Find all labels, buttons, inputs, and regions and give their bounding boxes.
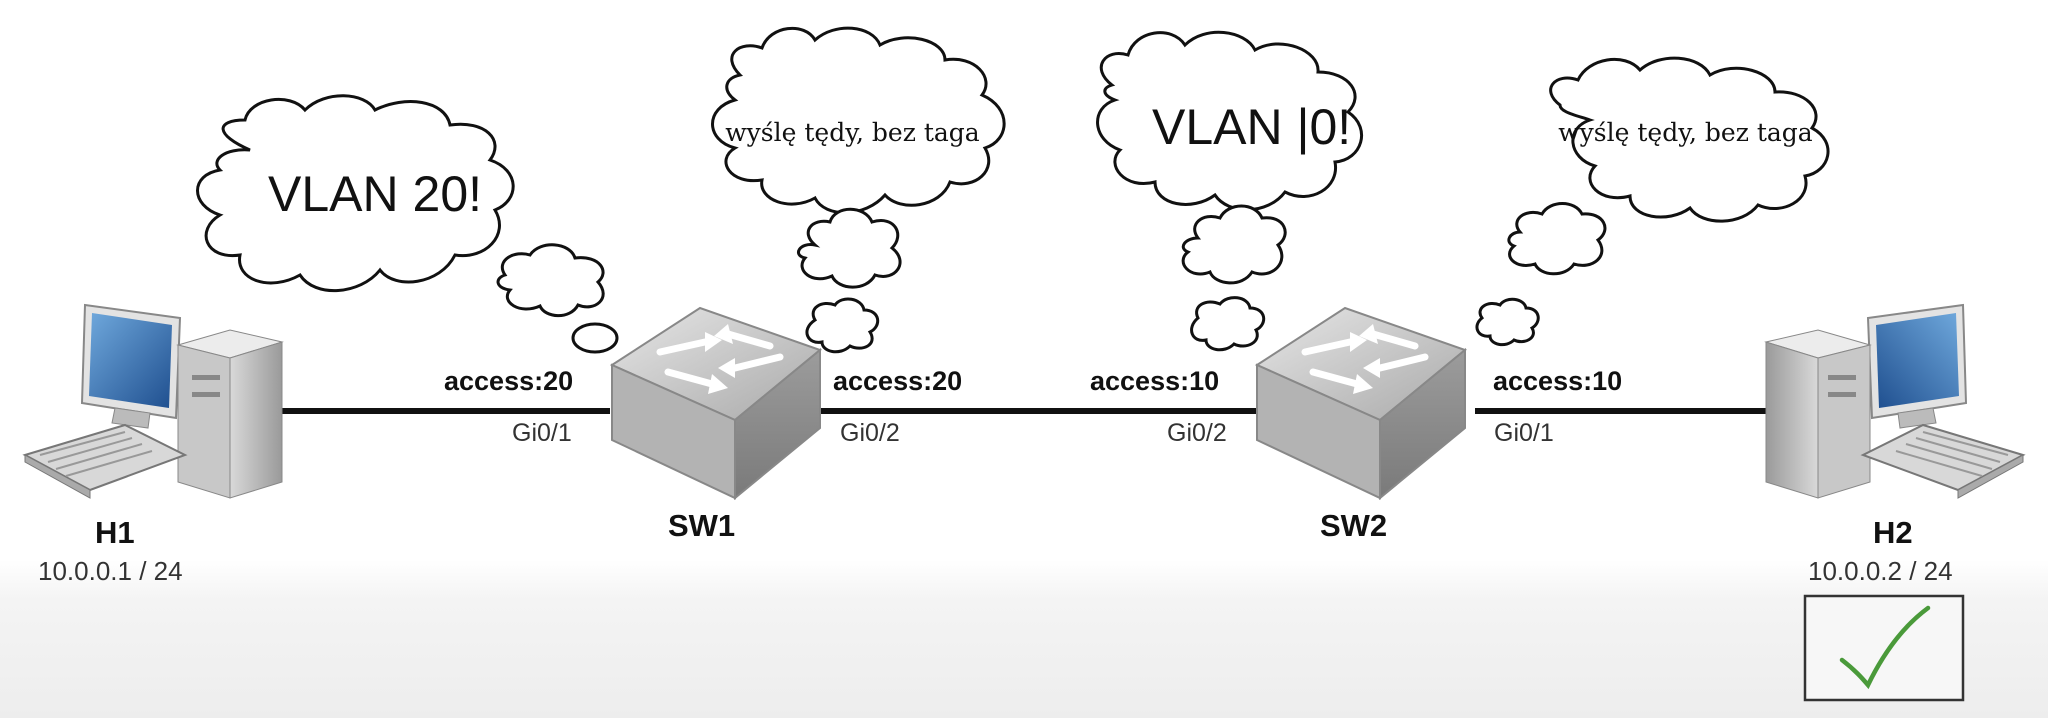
h1-computer-icon (22, 303, 284, 499)
sw2-right-port-id: Gi0/1 (1494, 419, 1554, 447)
sw1-name: SW1 (668, 508, 736, 543)
sw1-right-port-mode: access:20 (833, 366, 963, 396)
status-checkbox (1803, 594, 1965, 702)
sw1-left-port-id: Gi0/1 (512, 419, 572, 447)
h2-name: H2 (1873, 515, 1913, 550)
sw2-thought-text: VLAN |0! (1152, 99, 1352, 155)
sw2-switch-icon (1254, 306, 1468, 501)
sw2-left-port-mode: access:10 (1090, 366, 1220, 396)
h2-computer-icon (1764, 303, 2026, 499)
h2-thought-cloud (1475, 56, 1830, 347)
sw1-switch-icon (609, 306, 823, 501)
sw1-thought-text: wyślę tędy, bez taga (725, 118, 980, 147)
sw2-thought-cloud (1096, 30, 1364, 352)
checkmark-icon (1839, 605, 1931, 690)
h1-ip: 10.0.0.1 / 24 (38, 556, 183, 586)
sw2-left-port-id: Gi0/2 (1167, 419, 1227, 447)
h1-thought-cloud (196, 94, 619, 354)
sw1-thought-cloud (711, 26, 1006, 354)
sw2-name: SW2 (1320, 508, 1388, 543)
h1-thought-text: VLAN 20! (268, 166, 483, 222)
sw2-right-port-mode: access:10 (1493, 366, 1623, 396)
h2-ip: 10.0.0.2 / 24 (1808, 556, 1953, 586)
sw1-left-port-mode: access:20 (444, 366, 574, 396)
sw1-right-port-id: Gi0/2 (840, 419, 900, 447)
h1-name: H1 (95, 515, 135, 550)
h2-thought-text: wyślę tędy, bez taga (1558, 118, 1813, 147)
